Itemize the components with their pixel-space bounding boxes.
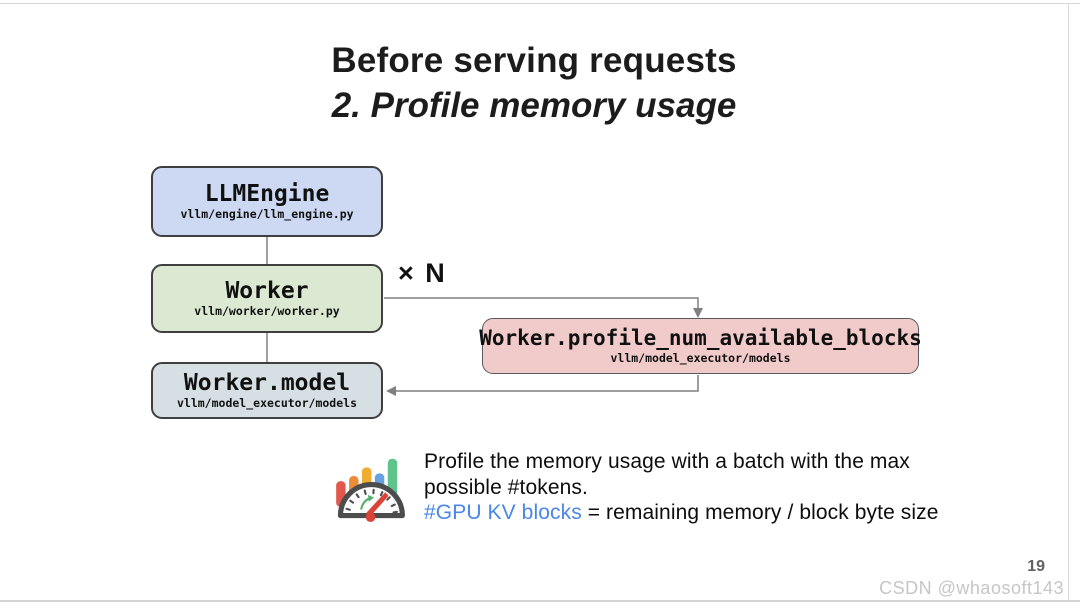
multiplier-label: × N (398, 258, 447, 288)
box-subtitle: vllm/worker/worker.py (194, 304, 340, 319)
box-subtitle: vllm/model_executor/models (610, 350, 791, 365)
box-title: Worker.model (183, 369, 351, 396)
page-number: 19 (1027, 558, 1045, 575)
slide-bottom-border (0, 600, 1080, 602)
gauge-dashboard-icon (336, 458, 405, 522)
box-subtitle: vllm/engine/llm_engine.py (180, 207, 354, 222)
slide-subtitle: 2. Profile memory usage (331, 86, 737, 125)
box-title: Worker.profile_num_available_blocks (479, 326, 922, 351)
diagram-box-worker-model: Worker.model vllm/model_executor/models (151, 362, 383, 419)
note-line-3-rest: = remaining memory / block byte size (581, 501, 939, 524)
box-subtitle: vllm/model_executor/models (176, 396, 357, 411)
box-title: Worker (225, 277, 309, 304)
diagram-box-worker: Worker vllm/worker/worker.py (151, 264, 383, 333)
slide-top-border (0, 3, 1080, 4)
box-title: LLMEngine (204, 180, 330, 207)
slide-right-border (1068, 4, 1069, 601)
diagram-box-llm-engine: LLMEngine vllm/engine/llm_engine.py (151, 166, 383, 237)
note-line-2: possible #tokens. (424, 475, 588, 499)
slide-title: Before serving requests (331, 41, 737, 80)
note-line-3: #GPU KV blocks = remaining memory / bloc… (424, 500, 939, 526)
gpu-kv-blocks-text: #GPU KV blocks (424, 501, 582, 524)
note-line-1: Profile the memory usage with a batch wi… (424, 450, 910, 473)
diagram-box-worker-profile: Worker.profile_num_available_blocks vllm… (479, 318, 922, 374)
note-text-block: Profile the memory usage with a batch wi… (424, 449, 939, 526)
watermark: CSDN @whaosoft143 (879, 578, 1064, 598)
slide-title-block: Before serving requests 2. Profile memor… (0, 38, 1068, 128)
